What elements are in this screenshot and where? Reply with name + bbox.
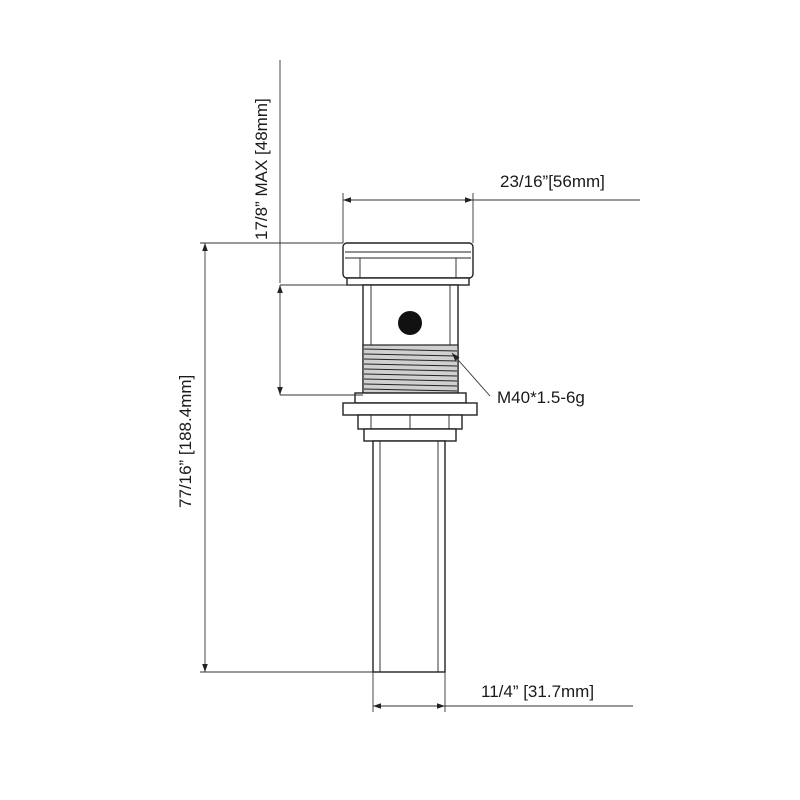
thread-section <box>362 344 459 394</box>
thread-spec-callout: M40*1.5-6g <box>451 352 585 407</box>
flange-nut <box>342 392 478 442</box>
cap-diameter-dimension: 23/16”[56mm] <box>342 172 640 243</box>
max-thickness-dimension: 17/8” MAX [48mm] <box>252 60 363 396</box>
thread-spec-label: M40*1.5-6g <box>497 388 585 407</box>
tube-diameter-label: 11/4” [31.7mm] <box>481 682 594 701</box>
total-height-label: 77/16” [188.4mm] <box>176 375 195 508</box>
pop-up-drain <box>342 242 478 673</box>
cap-diameter-label: 23/16”[56mm] <box>500 172 605 191</box>
overflow-hole <box>398 311 422 335</box>
tail-pipe <box>372 440 446 673</box>
total-height-dimension: 77/16” [188.4mm] <box>176 242 373 673</box>
drain-cap <box>342 242 474 286</box>
tube-diameter-dimension: 11/4” [31.7mm] <box>372 672 633 712</box>
max-thickness-label: 17/8” MAX [48mm] <box>252 98 271 240</box>
